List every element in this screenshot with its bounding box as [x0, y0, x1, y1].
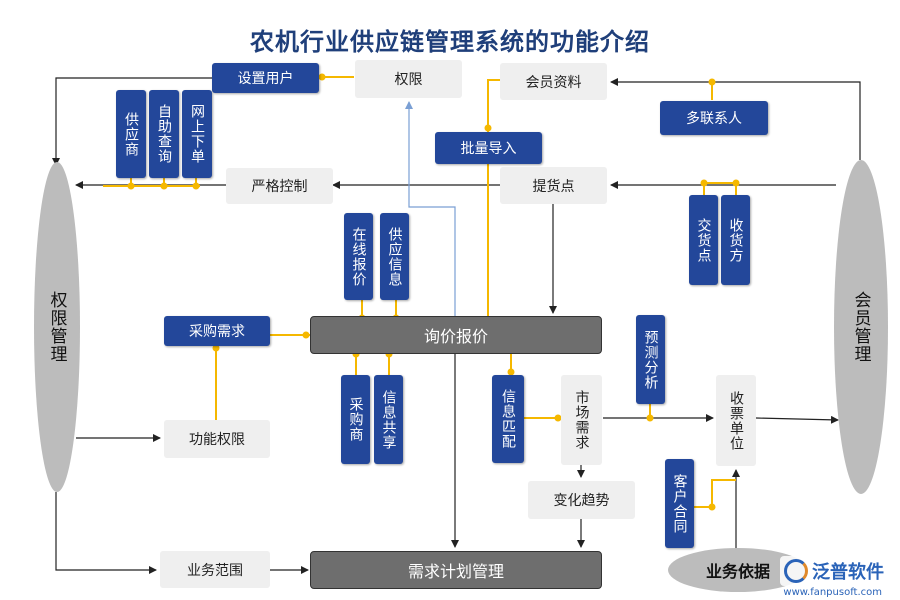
brand-logo-icon: [784, 559, 808, 583]
member-info-node: 会员资料: [500, 63, 607, 100]
member-management-label: 会员管理: [850, 291, 871, 363]
brand-logo: 泛普软件: [780, 556, 888, 586]
receipt-unit-node: 收票单位: [716, 375, 756, 466]
change-trend-node: 变化趋势: [528, 481, 635, 519]
business-basis-label: 业务依据: [705, 562, 770, 581]
purchase-demand-node: 采购需求: [164, 316, 270, 346]
business-scope-node: 业务范围: [160, 551, 270, 588]
permission-node: 权限: [355, 60, 462, 98]
diagram-title: 农机行业供应链管理系统的功能介绍: [250, 28, 650, 56]
brand-url: www.fanpusoft.com: [783, 587, 882, 598]
supplier-node: 供应商: [116, 90, 146, 178]
batch-import-node: 批量导入: [435, 132, 542, 164]
supply-info-node: 供应信息: [380, 213, 409, 300]
multi-contact-node: 多联系人: [660, 101, 768, 135]
forecast-node: 预测分析: [636, 315, 665, 404]
strict-control-node: 严格控制: [226, 168, 333, 204]
info-match-node: 信息匹配: [492, 375, 524, 463]
customer-contract-node: 客户合同: [665, 459, 694, 548]
demand-plan-hub: 需求计划管理: [310, 551, 602, 589]
online-order-node: 网上下单: [182, 90, 212, 178]
permission-management-label: 权限管理: [46, 291, 67, 363]
pickup-point-node: 提货点: [500, 167, 607, 204]
permission-management-ellipse: 权限管理: [34, 162, 80, 492]
buyer-node: 采购商: [341, 375, 370, 464]
info-share-node: 信息共享: [374, 375, 403, 464]
set-user-node: 设置用户: [212, 63, 319, 93]
delivery-point-node: 交货点: [689, 195, 718, 285]
function-permission-node: 功能权限: [164, 420, 270, 458]
self-query-node: 自助查询: [149, 90, 179, 178]
inquiry-quote-hub: 询价报价: [310, 316, 602, 354]
member-management-ellipse: 会员管理: [834, 160, 888, 494]
market-demand-node: 市场需求: [561, 375, 602, 465]
online-quote-node: 在线报价: [344, 213, 373, 300]
receiver-node: 收货方: [721, 195, 750, 285]
brand-name: 泛普软件: [812, 562, 884, 583]
